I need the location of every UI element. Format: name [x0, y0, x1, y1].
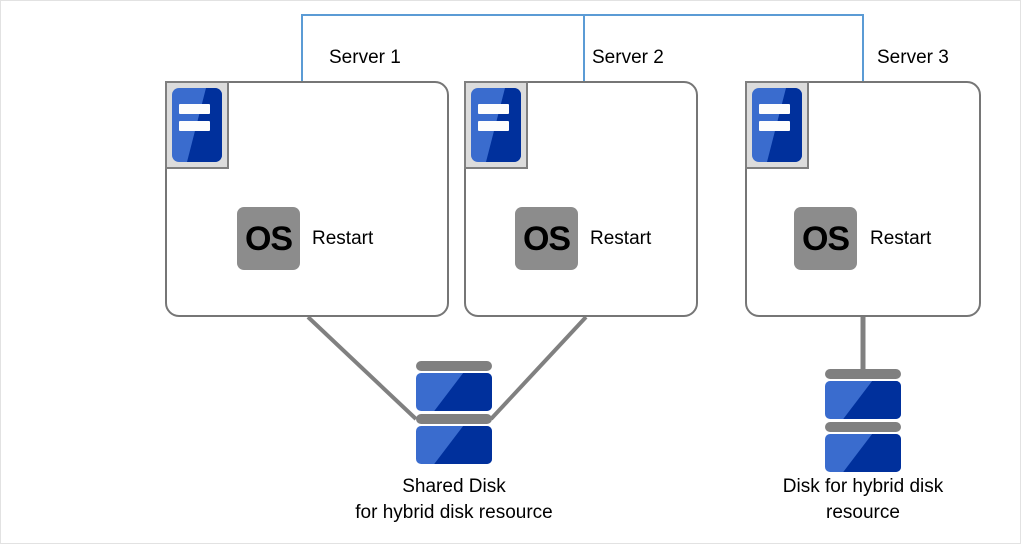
server-rack-icon-body-2: [471, 88, 521, 162]
server-label-1: Server 1: [329, 47, 401, 68]
disk-cap-icon: [416, 414, 492, 424]
server-rack-slot-icon: [179, 121, 210, 131]
disk-cap-icon: [825, 422, 901, 432]
disk-platter-icon: [416, 426, 492, 464]
server-rack-icon-body-1: [172, 88, 222, 162]
os-badge-3: OS: [794, 207, 857, 270]
shared-disk-icon[interactable]: [416, 361, 492, 464]
restart-status-2: Restart: [590, 228, 652, 249]
shared-disk-caption-line2: for hybrid disk resource: [355, 501, 553, 523]
disk-platter-icon: [416, 373, 492, 411]
server-rack-slot-icon: [478, 121, 509, 131]
server-rack-icon-1: [165, 81, 229, 169]
server-rack-icon-body-3: [752, 88, 802, 162]
server-rack-icon-2: [464, 81, 528, 169]
shared-disk-caption: Shared Disk for hybrid disk resource: [304, 474, 604, 525]
group-bracket-middle-leg: [583, 14, 585, 82]
server-rack-slot-icon: [478, 104, 509, 114]
disk-platter-icon: [825, 434, 901, 472]
shared-disk-caption-line1: Shared Disk: [402, 476, 506, 497]
server-rack-slot-icon: [179, 104, 210, 114]
group-bracket-top: [301, 14, 864, 16]
os-badge-1: OS: [237, 207, 300, 270]
group-bracket-left-leg: [301, 14, 303, 82]
server-label-2: Server 2: [592, 47, 664, 68]
hybrid-disk-caption-line2: resource: [826, 501, 900, 523]
restart-status-3: Restart: [870, 228, 932, 249]
hybrid-disk-icon[interactable]: [825, 369, 901, 472]
server-label-3: Server 3: [877, 47, 949, 68]
disk-platter-icon: [825, 381, 901, 419]
hybrid-disk-caption: Disk for hybrid disk resource: [743, 474, 983, 525]
hybrid-disk-caption-line1: Disk for hybrid disk: [782, 476, 944, 497]
server-rack-slot-icon: [759, 104, 790, 114]
os-badge-2: OS: [515, 207, 578, 270]
disk-cap-icon: [416, 361, 492, 371]
restart-status-1: Restart: [312, 228, 374, 249]
disk-cap-icon: [825, 369, 901, 379]
server-rack-slot-icon: [759, 121, 790, 131]
group-bracket-right-leg: [862, 14, 864, 82]
server-rack-icon-3: [745, 81, 809, 169]
